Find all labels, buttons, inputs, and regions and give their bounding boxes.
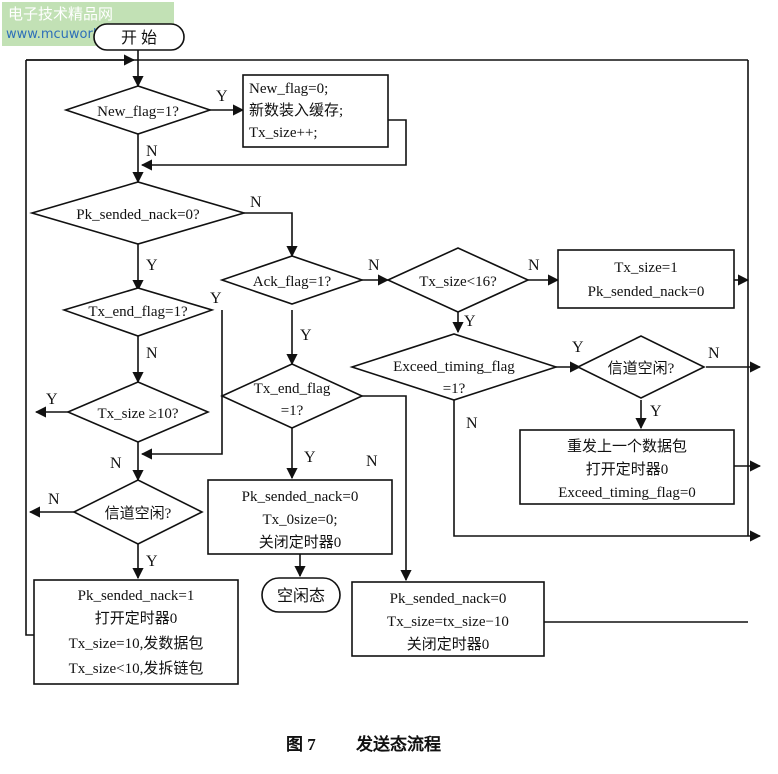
process-pk0b-line2: Tx_size=tx_size−10 — [387, 614, 509, 630]
decision-tx-end-left-label: Tx_end_flag=1? — [88, 304, 188, 320]
decision-tx-end-mid-line1: Tx_end_flag — [254, 381, 331, 397]
process-pk-nack-0-bottom: Pk_sended_nack=0 Tx_size=tx_size−10 关闭定时… — [351, 581, 545, 657]
decision-tx-size-16: Tx_size<16? — [386, 247, 530, 313]
label-txend1-y: Y — [210, 290, 222, 307]
decision-channel-idle-left: 信道空闲? — [72, 479, 204, 545]
process-new-line1: New_flag=0; — [249, 81, 328, 97]
process-pk0b-line1: Pk_sended_nack=0 — [390, 591, 507, 607]
figure-caption: 图 7 发送态流程 — [286, 734, 441, 754]
decision-tx-size-10: Tx_size ≥10? — [65, 381, 211, 443]
edge-newbox-return — [140, 119, 407, 171]
process-tx-size-1: Tx_size=1 Pk_sended_nack=0 — [557, 249, 735, 309]
label-txend1-n: N — [146, 345, 158, 362]
process-pk0a-line3: 关闭定时器0 — [259, 534, 342, 551]
decision-tx-size-10-label: Tx_size ≥10? — [97, 406, 178, 422]
process-pk1-line2: 打开定时器0 — [95, 610, 178, 627]
process-pk-nack-0-mid: Pk_sended_nack=0 Tx_0size=0; 关闭定时器0 — [207, 479, 393, 555]
label-txend2-n: N — [366, 453, 378, 470]
label-channell-n: N — [48, 491, 60, 508]
process-resend-line1: 重发上一个数据包 — [567, 438, 687, 455]
edge-txend2-no — [360, 395, 412, 582]
decision-new-flag: New_flag=1? — [63, 85, 213, 135]
edge-pknack-no — [244, 212, 298, 258]
label-tx16-y: Y — [464, 313, 476, 330]
decision-tx-size-16-label: Tx_size<16? — [419, 274, 497, 290]
process-pk-nack-1: Pk_sended_nack=1 打开定时器0 Tx_size=10,发数据包 … — [33, 579, 239, 685]
decision-new-flag-label: New_flag=1? — [97, 104, 179, 120]
start-label: 开 始 — [121, 29, 157, 47]
process-resend-line3: Exceed_timing_flag=0 — [558, 485, 696, 501]
decision-exceed-line2: =1? — [443, 381, 466, 397]
decision-tx-end-mid-line2: =1? — [281, 403, 304, 419]
decision-pk-nack: Pk_sended_nack=0? — [29, 181, 247, 245]
decision-channel-idle-right: 信道空闲? — [576, 335, 706, 399]
caption-title: 发送态流程 — [355, 734, 441, 754]
process-tx1-line1: Tx_size=1 — [614, 260, 677, 276]
process-new-line3: Tx_size++; — [249, 125, 318, 141]
branch-labels: Y N N Y N N Y Y N Y Y N Y N Y N Y N N Y — [46, 88, 720, 570]
start-terminal: 开 始 — [93, 23, 185, 51]
label-pknack-n: N — [250, 194, 262, 211]
decision-exceed-timing: Exceed_timing_flag =1? — [349, 333, 559, 401]
label-channell-y: Y — [146, 553, 158, 570]
idle-terminal: 空闲态 — [261, 577, 341, 613]
caption-fig: 图 7 — [286, 735, 316, 754]
label-tx16-n: N — [528, 257, 540, 274]
label-tx10-n: N — [110, 455, 122, 472]
label-pknack-y: Y — [146, 257, 158, 274]
edge-left-rail — [25, 60, 34, 636]
decision-exceed-line1: Exceed_timing_flag — [393, 359, 515, 375]
label-newflag-y: Y — [216, 88, 228, 105]
process-pk0a-line2: Tx_0size=0; — [262, 512, 337, 528]
process-pk1-line1: Pk_sended_nack=1 — [78, 588, 195, 604]
process-resend: 重发上一个数据包 打开定时器0 Exceed_timing_flag=0 — [519, 429, 735, 505]
decision-ack-flag: Ack_flag=1? — [219, 255, 365, 305]
label-channelr-y: Y — [650, 403, 662, 420]
edge-txend1-yes — [140, 310, 223, 460]
label-exceed-n: N — [466, 415, 478, 432]
decision-ack-flag-label: Ack_flag=1? — [253, 274, 332, 290]
watermark-line1: 电子技术精品网 — [8, 5, 113, 23]
decision-tx-end-flag-mid: Tx_end_flag =1? — [220, 363, 364, 429]
process-new-data: New_flag=0; 新数装入缓存; Tx_size++; — [242, 74, 389, 148]
label-channelr-n: N — [708, 345, 720, 362]
process-resend-line2: 打开定时器0 — [586, 461, 669, 478]
process-pk1-line3: Tx_size=10,发数据包 — [69, 635, 204, 652]
decision-tx-end-flag-left: Tx_end_flag=1? — [61, 287, 215, 337]
process-tx1-line2: Pk_sended_nack=0 — [588, 284, 705, 300]
label-newflag-n: N — [146, 143, 158, 160]
label-exceed-y: Y — [572, 339, 584, 356]
edge-exceed-no — [453, 396, 762, 542]
connectors — [25, 49, 762, 636]
label-tx10-y: Y — [46, 391, 58, 408]
label-ack-y: Y — [300, 327, 312, 344]
process-pk1-line4: Tx_size<10,发拆链包 — [69, 660, 204, 677]
idle-label: 空闲态 — [277, 587, 325, 605]
process-new-line2: 新数装入缓存; — [249, 102, 343, 119]
decision-channel-left-label: 信道空闲? — [105, 505, 172, 522]
label-txend2-y: Y — [304, 449, 316, 466]
process-pk0b-line3: 关闭定时器0 — [407, 636, 490, 653]
process-pk0a-line1: Pk_sended_nack=0 — [242, 489, 359, 505]
decision-channel-right-label: 信道空闲? — [608, 360, 675, 377]
label-ack-n: N — [368, 257, 380, 274]
decision-pk-nack-label: Pk_sended_nack=0? — [76, 207, 200, 223]
